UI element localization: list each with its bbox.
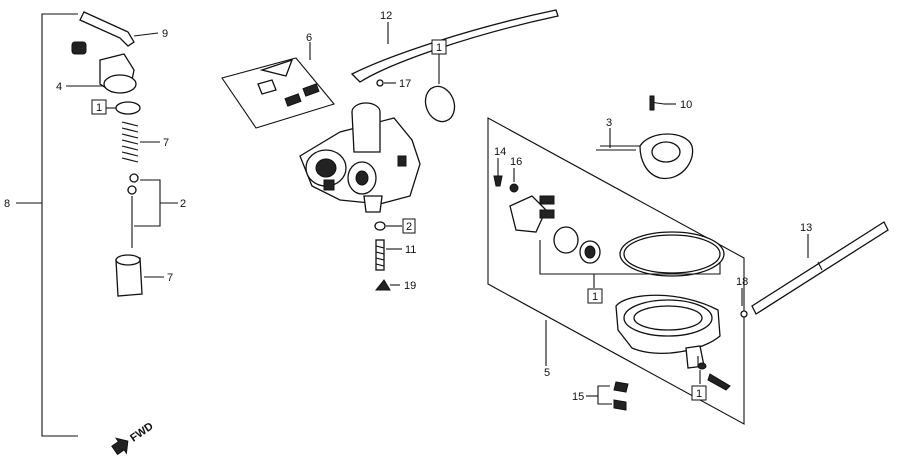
gasket-ref-1 [91,99,141,115]
callout-1-set: 1 [592,291,598,303]
callout-11: 11 [405,244,416,256]
callout-19: 19 [404,280,416,292]
gasket-set-ref-1 [539,226,725,304]
callout-4: 4 [56,81,62,93]
carburetor-top-part-4 [66,41,137,94]
callout-1-oring: 1 [436,42,442,54]
main-jet-part-11 [375,239,402,271]
hose-clip-part-17 [376,79,396,87]
callout-15: 15 [572,391,584,403]
drain-plug-part-10 [649,95,676,111]
float-valve-seat [509,195,555,233]
float-part-3 [596,128,694,180]
bowl-screw-ref-1 [691,356,731,401]
screw-set-part-6 [221,42,335,129]
callout-13: 13 [800,222,812,234]
callout-2-left: 2 [180,198,186,210]
clip-part-18 [740,288,748,318]
vent-tube-part-9 [79,11,159,47]
callout-2-box: 2 [406,221,412,233]
callout-10: 10 [680,99,692,111]
fuel-line-part-12 [350,9,559,83]
jet-ref-2 [374,218,416,234]
assembly-bracket-8 [16,13,78,437]
fwd-label: FWD [128,420,155,444]
float-bowl [615,294,721,369]
callout-1-box: 1 [96,102,102,114]
callout-9: 9 [162,28,168,40]
drain-screw-part-15 [586,381,629,411]
callout-6: 6 [306,32,312,44]
jet-needle-set-part-2 [127,173,178,248]
callout-17: 17 [399,78,411,90]
throttle-valve-part-7 [115,254,164,297]
callout-8: 8 [4,198,10,210]
callout-7-bottom: 7 [167,272,173,284]
forward-direction-marker: FWD [111,420,156,456]
callout-3: 3 [606,117,612,129]
callout-5: 5 [544,367,550,379]
callout-7-top: 7 [163,137,169,149]
throttle-spring-part-7 [121,121,160,163]
bowl-group-panel [487,117,745,425]
forward-arrow-icon [111,437,129,456]
washer-part-16 [509,168,519,193]
overflow-tube-part-13 [751,221,889,315]
screw-part-14 [493,158,503,187]
callout-14: 14 [494,146,506,158]
screw-part-19 [374,279,400,291]
carburetor-body [299,102,421,213]
callout-12: 12 [380,10,392,22]
callout-18: 18 [736,276,748,288]
callout-16: 16 [510,156,522,168]
callout-1-screw: 1 [696,388,702,400]
o-ring-ref-1 [424,39,456,123]
